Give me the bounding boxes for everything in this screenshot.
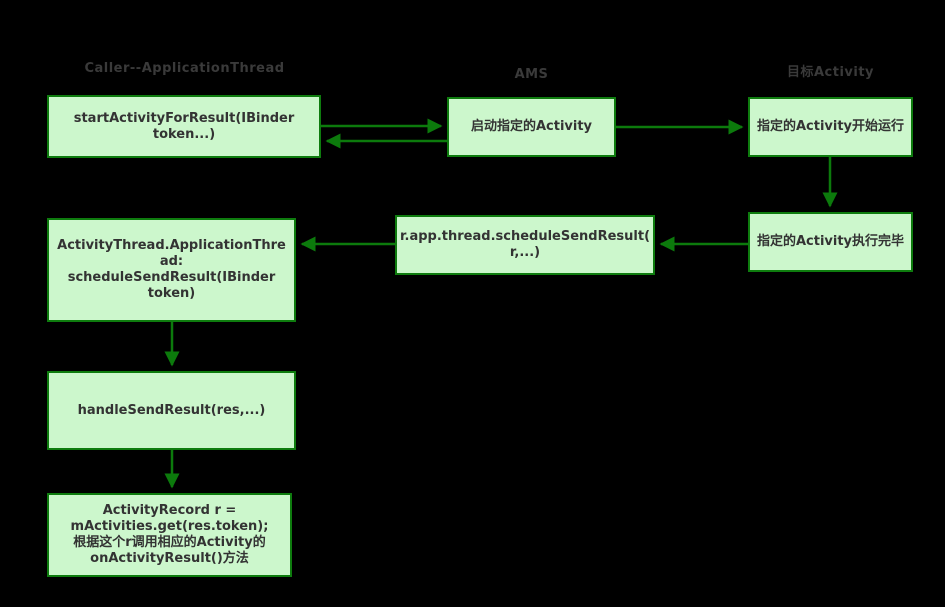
node-application-thread-schedule-send-result: ActivityThread.ApplicationThre ad: sched… (47, 218, 296, 322)
column-header-caller-applicationthread: Caller--ApplicationThread (84, 61, 285, 76)
column-header-target-activity: 目标Activity (786, 65, 875, 80)
node-activity-record-on-activity-result: ActivityRecord r = mActivities.get(res.t… (47, 493, 292, 577)
node-start-activity-for-result: startActivityForResult(IBinder token...) (47, 95, 321, 158)
column-header-ams: AMS (514, 67, 549, 82)
node-target-activity-finished: 指定的Activity执行完毕 (748, 212, 913, 272)
node-ams-start-activity: 启动指定的Activity (447, 97, 616, 157)
node-target-activity-running: 指定的Activity开始运行 (748, 97, 913, 157)
node-handle-send-result: handleSendResult(res,...) (47, 371, 296, 450)
node-schedule-send-result-call: r.app.thread.scheduleSendResult( r,...) (395, 215, 655, 275)
